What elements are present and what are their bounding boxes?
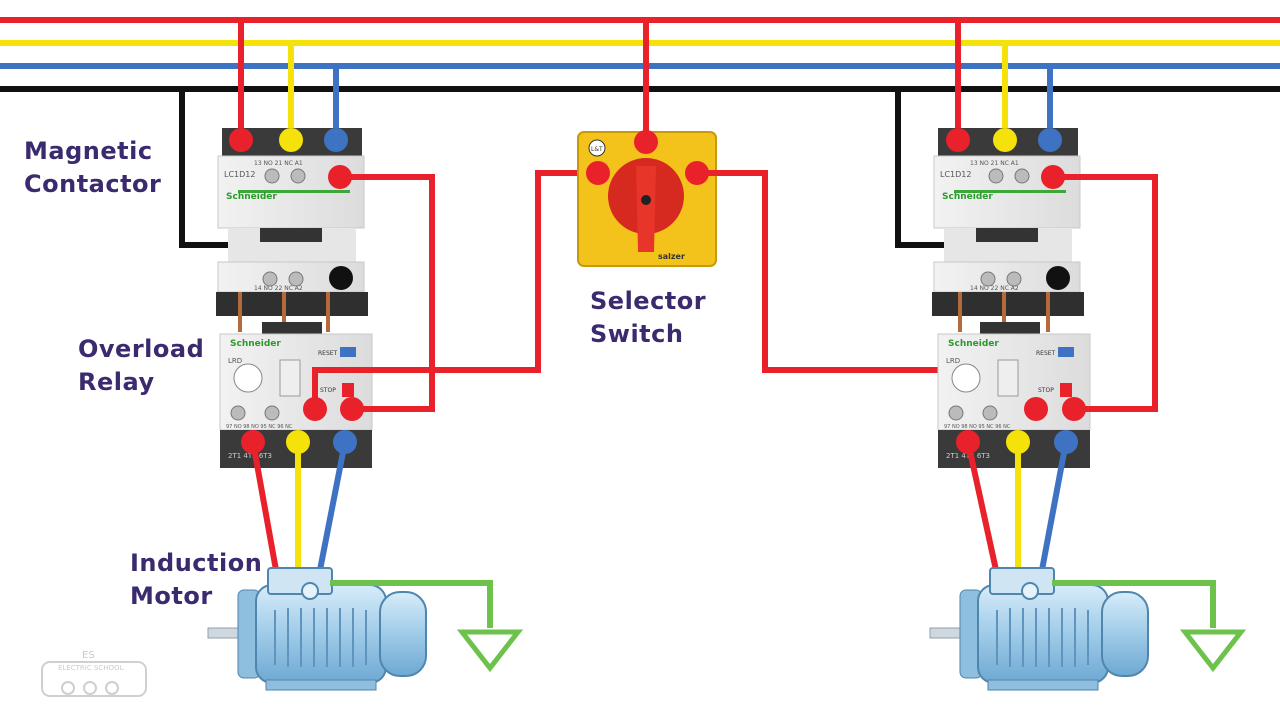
label-overload-relay-line1: Overload <box>78 335 205 363</box>
left-unit: LC1D12 Schneider 13 NO 21 NC A1 14 NO 22… <box>179 20 598 691</box>
relay-reset-left: RESET <box>318 350 338 357</box>
label-selector-switch-line1: Selector <box>590 287 707 315</box>
relay-out-terms-left: 2T1 4T2 6T3 <box>228 452 272 460</box>
switch-terminal-common <box>634 130 658 154</box>
earth-wire-right <box>1052 580 1216 628</box>
relay-model-left: LRD <box>228 357 242 365</box>
relay-aux-terms-right: 97 NO 98 NO 95 NC 96 NC <box>944 424 1011 430</box>
magnetic-contactor-right: LC1D12 Schneider 13 NO 21 NC A1 14 NO 22… <box>932 128 1084 332</box>
switch-brand: salzer <box>658 252 685 261</box>
relay-stop-left: STOP <box>320 387 336 394</box>
label-magnetic-contactor-line2: Contactor <box>24 170 162 198</box>
label-induction-motor-line1: Induction <box>130 549 263 577</box>
label-induction-motor: Induction Motor <box>130 547 262 613</box>
relay-aux-terms-left: 97 NO 98 NO 95 NC 96 NC <box>226 424 293 430</box>
right-unit: LC1D12 Schneider 13 NO 21 NC A1 14 NO 22… <box>895 20 1247 691</box>
contactor-model-left: LC1D12 <box>224 170 255 179</box>
relay-stop-right: STOP <box>1038 387 1054 394</box>
earth-wire-left <box>330 580 493 628</box>
watermark-logo: ES ELECTRIC SCHOOL <box>41 650 147 697</box>
terminal-red-right <box>946 128 970 152</box>
label-selector-switch: Selector Switch <box>590 285 706 351</box>
contactor-brand-right: Schneider <box>942 192 993 202</box>
lead-blue-left <box>317 441 348 571</box>
label-magnetic-contactor: Magnetic Contactor <box>24 135 161 201</box>
relay-brand-right: Schneider <box>948 339 999 349</box>
control-wire-a1-to-96-right <box>1053 174 1158 412</box>
contactor-bottom-terms-right: 14 NO 22 NC A2 <box>970 285 1019 292</box>
control-wire-a1-to-96-left <box>340 174 435 412</box>
label-overload-relay: Overload Relay <box>78 333 204 399</box>
terminal-a2-left <box>329 266 353 290</box>
relay-reset-right: RESET <box>1036 350 1056 357</box>
watermark-mark: ES <box>82 650 95 661</box>
earth-symbol-right <box>1179 629 1247 673</box>
contactor-brand-left: Schneider <box>226 192 277 202</box>
label-induction-motor-line2: Motor <box>130 582 213 610</box>
terminal-blue-right <box>1038 128 1062 152</box>
relay-95-right <box>1024 397 1048 421</box>
contactor-model-right: LC1D12 <box>940 170 971 179</box>
terminal-yellow-left <box>279 128 303 152</box>
terminal-a2-right <box>1046 266 1070 290</box>
magnetic-contactor-left: LC1D12 Schneider 13 NO 21 NC A1 14 NO 22… <box>216 128 368 332</box>
label-magnetic-contactor-line1: Magnetic <box>24 137 153 165</box>
terminal-blue-left <box>324 128 348 152</box>
lead-blue-right <box>1039 441 1069 571</box>
lead-red-right <box>965 441 999 571</box>
terminal-red-left <box>229 128 253 152</box>
switch-logo <box>588 139 606 157</box>
lead-red-left <box>250 441 279 571</box>
earth-symbol-left <box>456 629 524 673</box>
label-selector-switch-line2: Switch <box>590 320 684 348</box>
switch-logo-text: L&T <box>591 146 603 153</box>
relay-brand-left: Schneider <box>230 339 281 349</box>
contactor-bottom-terms-left: 14 NO 22 NC A2 <box>254 285 303 292</box>
selector-switch: L&T salzer <box>577 20 717 267</box>
switch-terminal-left <box>586 161 610 185</box>
label-overload-relay-line2: Relay <box>78 368 155 396</box>
watermark-text: ELECTRIC SCHOOL <box>58 664 124 672</box>
terminal-yellow-right <box>993 128 1017 152</box>
supply-bus <box>0 17 1280 92</box>
relay-model-right: LRD <box>946 357 960 365</box>
contactor-top-terms-left: 13 NO 21 NC A1 <box>254 160 303 167</box>
contactor-top-terms-right: 13 NO 21 NC A1 <box>970 160 1019 167</box>
control-wire-95-to-switch <box>312 170 598 409</box>
induction-motor-right <box>929 567 1149 691</box>
induction-motor-left <box>207 567 427 691</box>
